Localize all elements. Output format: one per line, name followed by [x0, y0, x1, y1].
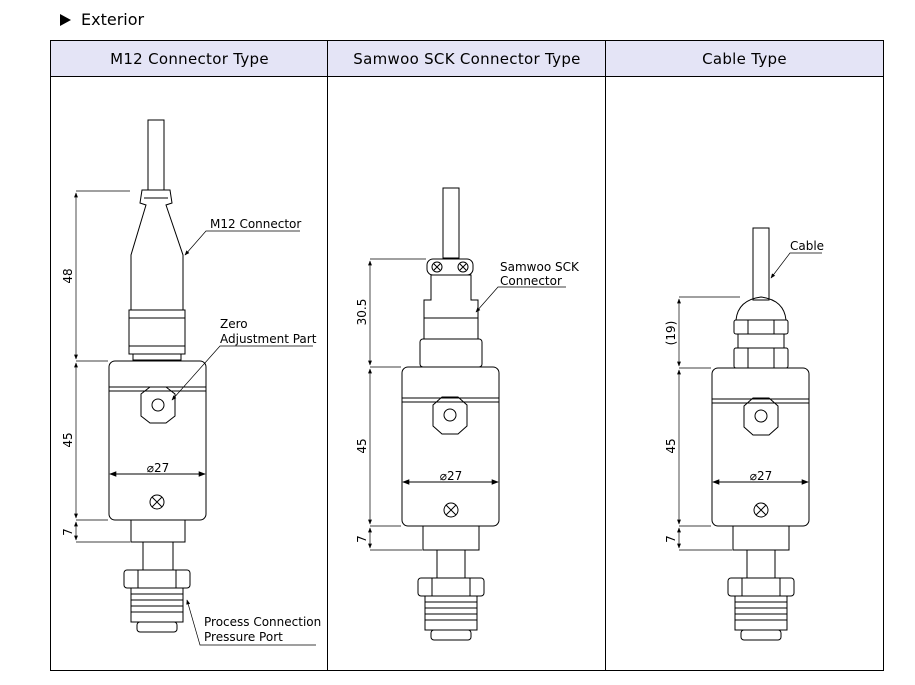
m12-dim-top: 48 [61, 268, 75, 283]
header-sck: Samwoo SCK Connector Type [328, 41, 606, 77]
cable-sensor-drawing [677, 227, 822, 641]
sck-connector-label-1: Samwoo SCK [500, 260, 580, 274]
cable-diameter-label: ⌀27 [750, 469, 773, 483]
triangle-bullet-icon [60, 14, 71, 26]
sck-connector-shape [423, 274, 479, 340]
zero-adjust-label-1: Zero [220, 317, 248, 331]
screw-icon [753, 502, 769, 518]
m12-diameter-label: ⌀27 [147, 461, 170, 475]
header-m12: M12 Connector Type [51, 41, 328, 77]
process-connection-label-1: Process Connection [204, 615, 321, 629]
m12-sensor-drawing [74, 119, 316, 646]
sck-dim-top: 30.5 [355, 299, 369, 326]
hex-bolt [140, 386, 176, 424]
hex-bolt [743, 397, 779, 436]
cable [752, 227, 770, 301]
m12-dim-body: 45 [61, 432, 75, 447]
bolt-hole [443, 408, 457, 422]
sck-dim-body: 45 [355, 438, 369, 453]
m12-dim-bottom: 7 [61, 528, 75, 536]
cable-dim-body: 45 [664, 438, 678, 453]
section-title: Exterior [60, 10, 144, 29]
sck-sensor-drawing [368, 187, 566, 641]
bolt-hole [754, 409, 768, 423]
cable-dim-bottom: 7 [664, 535, 678, 543]
cable-stub [442, 187, 460, 259]
screw-icon [149, 494, 165, 510]
column-divider [605, 41, 606, 670]
process-connection-label-2: Pressure Port [204, 630, 283, 644]
cable-stub [147, 119, 165, 191]
exterior-table: M12 Connector Type Samwoo SCK Connector … [50, 40, 884, 671]
m12-body [108, 360, 207, 521]
header-cable: Cable Type [606, 41, 883, 77]
hex-bolt [432, 396, 468, 435]
m12-connector-label: M12 Connector [210, 217, 301, 231]
zero-adjust-label-2: Adjustment Part [220, 332, 317, 346]
section-title-text: Exterior [81, 10, 145, 29]
screw-icon [443, 502, 459, 518]
sck-body [401, 366, 500, 527]
connector-nut [128, 309, 186, 355]
sck-dim-bottom: 7 [355, 535, 369, 543]
m12-connector-shape [130, 189, 184, 311]
cable-label: Cable [790, 239, 824, 253]
sck-connector-label-2: Connector [500, 274, 562, 288]
column-divider [327, 41, 328, 670]
sck-diameter-label: ⌀27 [440, 469, 463, 483]
cable-gland [735, 296, 787, 321]
cable-dim-top: (19) [664, 321, 678, 346]
bolt-hole [151, 398, 165, 412]
cable-body [711, 367, 810, 527]
